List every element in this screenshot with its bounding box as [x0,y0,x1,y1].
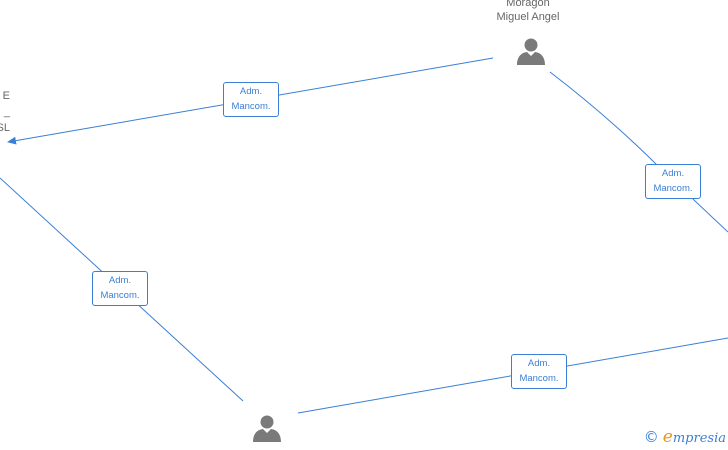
edge-role-line2: Mancom. [231,101,271,112]
edge-label-top-to-company[interactable]: Adm. Mancom. [223,82,279,117]
empresia-watermark: © empresia [644,426,726,448]
edge-label-bottom-to-right[interactable]: Adm. Mancom. [511,354,567,389]
person-icon[interactable] [252,413,282,443]
brand-logo: empresia [663,427,726,447]
left-company-name-line2: _ [3,106,10,118]
person-icon[interactable] [516,36,546,66]
left-company-name: E _ SL [0,88,10,136]
edge-role-line2: Mancom. [653,183,693,194]
edge-top-person-to-right [549,71,728,233]
edge-role-line1: Adm. [239,86,263,97]
edge-role-line1: Adm. [661,168,685,179]
edge-role-line2: Mancom. [519,373,559,384]
left-company-name-line1: E [2,90,10,102]
edge-role-line1: Adm. [108,275,132,286]
top-person-name-line2: Miguel Angel [496,11,560,23]
brand-name: mpresia [672,431,726,446]
top-person-name: Moragon Miguel Angel [488,0,568,24]
top-person-name-line1: Moragon [506,0,550,9]
edge-label-top-to-right[interactable]: Adm. Mancom. [645,164,701,199]
edge-role-line2: Mancom. [100,290,140,301]
copyright-icon: © [643,427,659,446]
edge-label-bottom-to-company[interactable]: Adm. Mancom. [92,271,148,306]
brand-initial: e [662,427,673,447]
left-company-name-line3: SL [0,122,10,134]
edge-role-line1: Adm. [527,358,551,369]
